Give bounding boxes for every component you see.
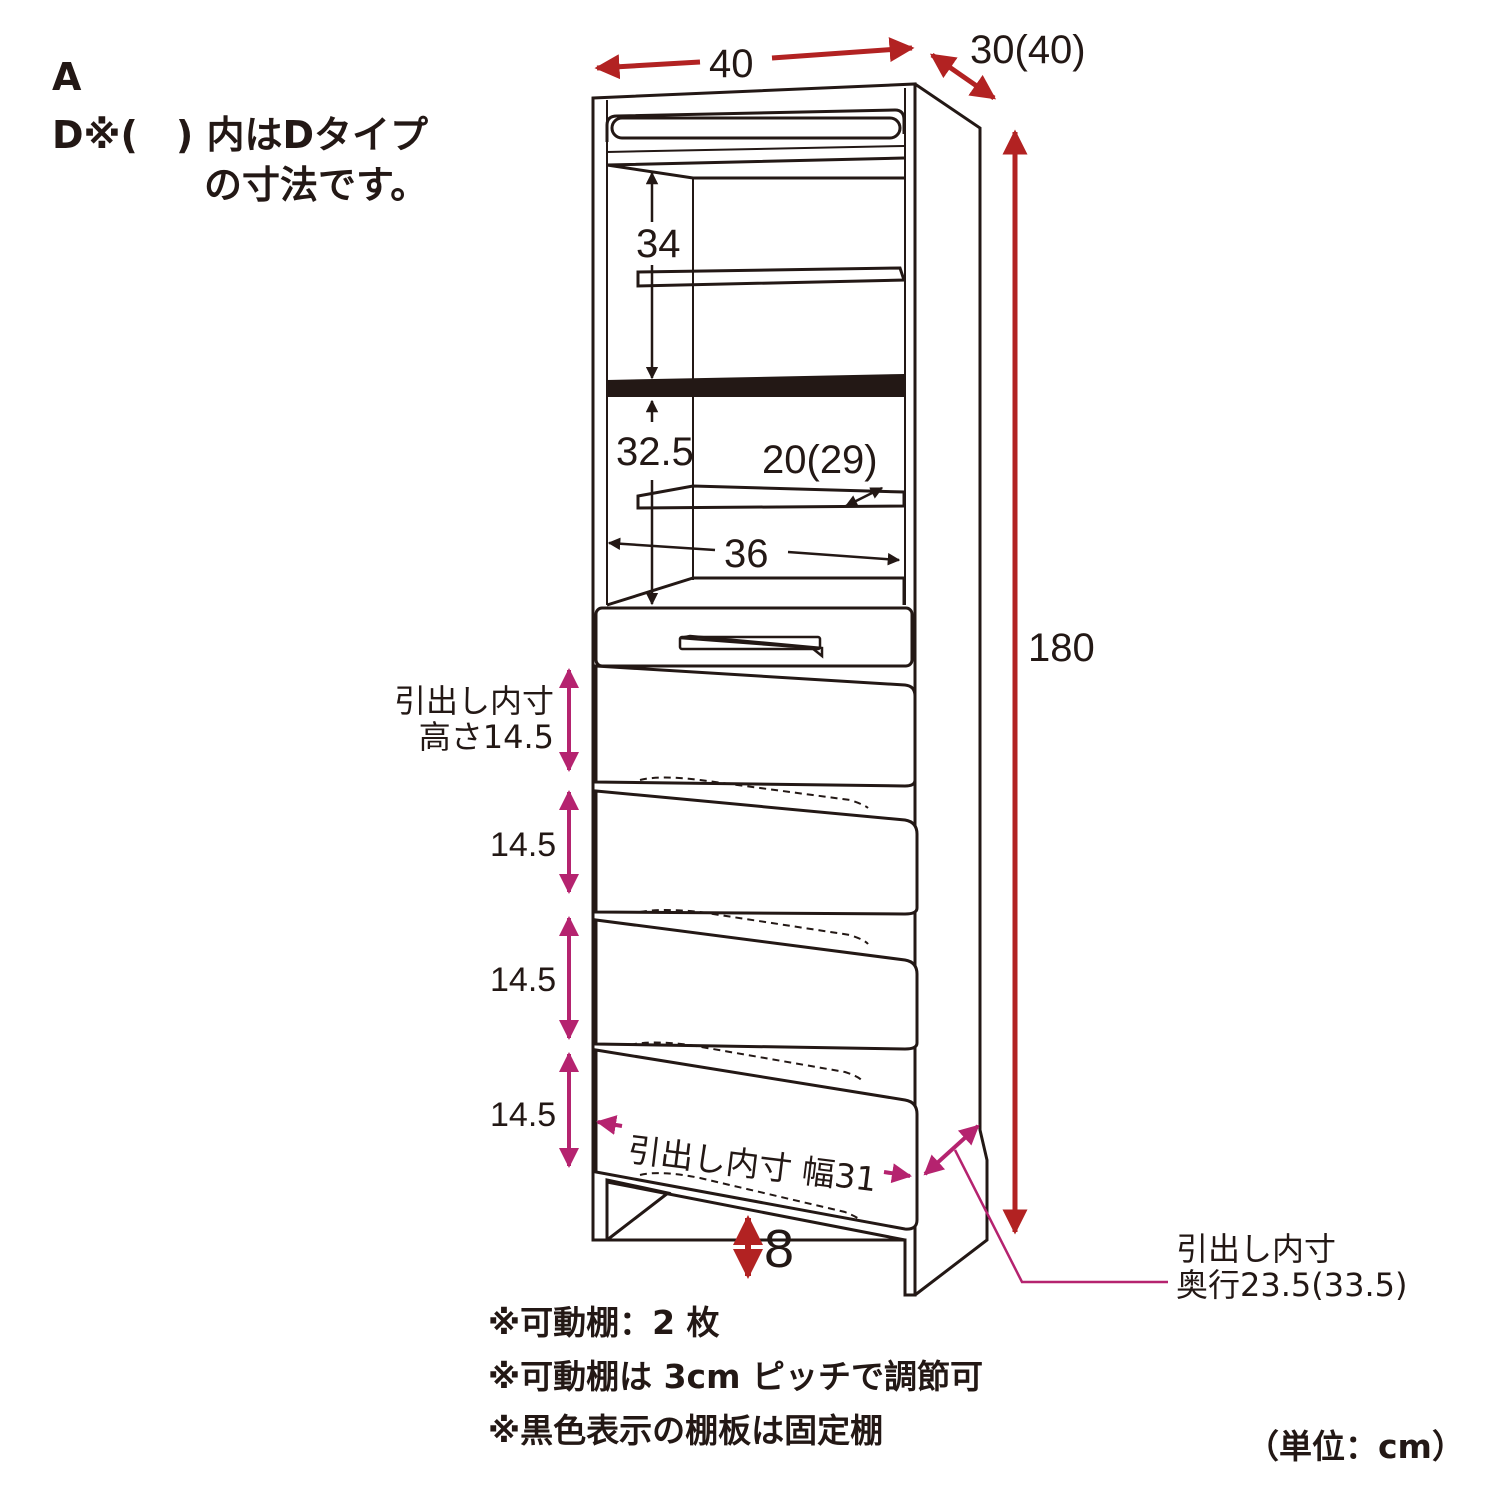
cabinet-base [605, 1178, 906, 1242]
inner-width-arrow-right [787, 550, 901, 566]
drawer-width-arrow-right [883, 1163, 912, 1184]
drawer-1 [594, 664, 917, 809]
shelf-gap-top-label: 34 [636, 222, 681, 266]
shelf-depth-arrow [844, 486, 884, 508]
drawer-inner-depth-value: 奥行23.5(33.5) [1176, 1265, 1408, 1304]
width-label: 40 [709, 42, 754, 86]
width-arrow-right [771, 37, 915, 63]
movable-shelf-2 [636, 484, 906, 510]
height-label: 180 [1028, 626, 1095, 670]
type-d-note: の寸法です。 [204, 163, 429, 207]
drawer-1-height-label: 引出し内寸 高さ14.5 [380, 682, 554, 756]
fixed-shelf [607, 374, 904, 397]
width-arrow-left [594, 54, 701, 80]
top-drawer [594, 606, 914, 668]
shelf-depth-label: 20(29) [762, 438, 878, 482]
unit-label: （単位：cm） [1246, 1427, 1465, 1466]
drawer-depth-arrow [923, 1124, 980, 1176]
drawer-inner-depth-caption: 引出し内寸 [1176, 1230, 1337, 1268]
drawer-3-height-label: 14.5 [490, 961, 557, 999]
cabinet-side-panel [914, 82, 989, 1297]
type-a-label: A [52, 55, 82, 99]
bottom-shelf [606, 576, 906, 607]
drawer-width-arrow-left [596, 1115, 623, 1135]
hanging-rod [605, 108, 906, 180]
note-movable-shelf-count: ※可動棚：2 枚 [488, 1303, 720, 1342]
drawer-depth-leader [953, 1149, 1168, 1284]
base-height-label: 8 [764, 1219, 795, 1279]
drawer-3 [594, 918, 919, 1082]
drawer-2-height-label: 14.5 [490, 826, 557, 864]
movable-shelf-1 [636, 266, 907, 288]
depth-arrow [929, 52, 997, 101]
note-shelf-pitch: ※可動棚は 3cm ピッチで調節可 [488, 1357, 983, 1396]
shelf-gap-bottom-label: 32.5 [616, 430, 694, 474]
drawer-inner-depth-label: 引出し内寸 奥行23.5(33.5) [1176, 1230, 1408, 1304]
inner-width-arrow-left [607, 537, 716, 552]
note-fixed-shelf: ※黒色表示の棚板は固定棚 [488, 1411, 884, 1450]
type-d-label: D※( ) 内はDタイプ [52, 113, 428, 157]
drawer-inner-height-caption: 引出し内寸 [393, 682, 554, 720]
drawer-4 [594, 1048, 919, 1231]
inner-width-label: 36 [724, 532, 769, 576]
depth-label: 30(40) [970, 28, 1086, 72]
drawer-4-height-label: 14.5 [490, 1096, 557, 1134]
drawer-2 [594, 789, 919, 945]
drawer-inner-height-value: 高さ14.5 [418, 717, 554, 756]
